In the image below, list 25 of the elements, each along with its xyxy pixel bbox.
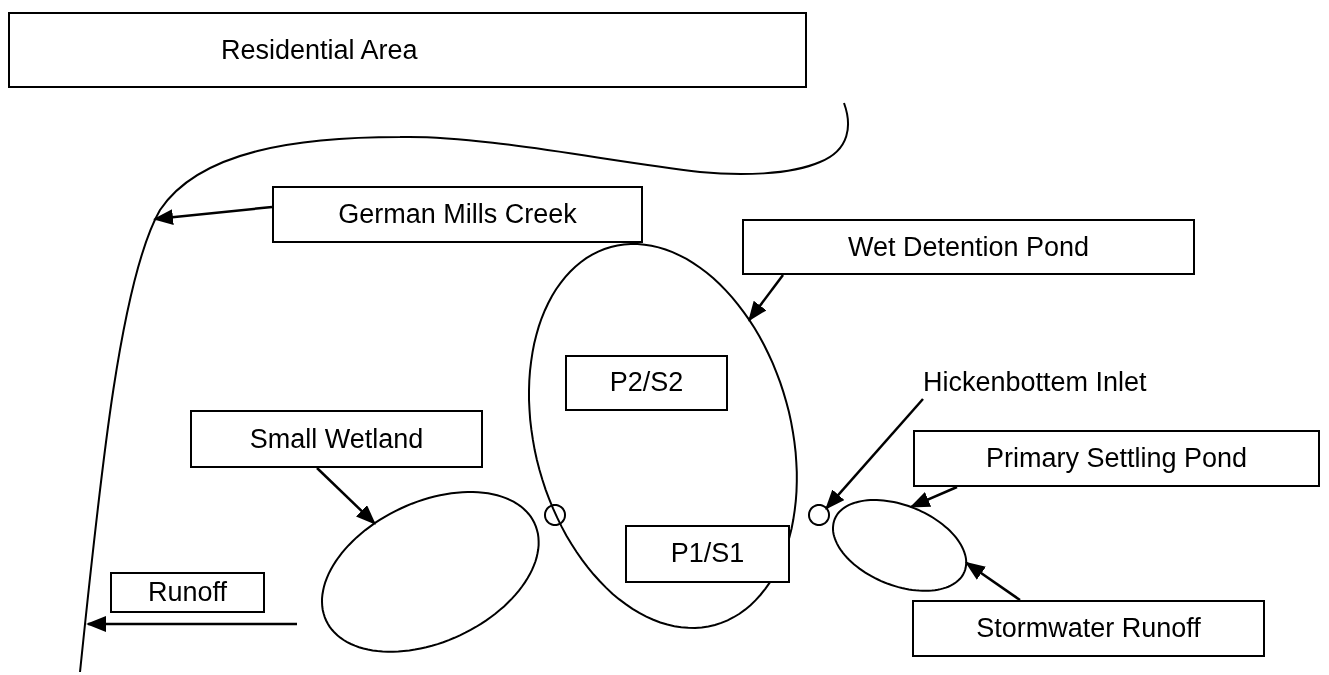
arrow (748, 274, 784, 322)
label-box (742, 219, 1195, 275)
inlet-label: Hickenbottem Inlet (923, 367, 1213, 399)
box-label: Runoff (147, 577, 228, 608)
label-box (110, 572, 265, 613)
box-label: P1/S1 (670, 538, 745, 570)
box-label: Small Wetland (249, 423, 424, 455)
label-box (912, 600, 1265, 657)
label-box (8, 12, 807, 88)
arrow (964, 561, 1021, 602)
arrow (825, 398, 924, 510)
label-box (272, 186, 643, 243)
arrow (909, 485, 958, 508)
label-box (565, 355, 728, 411)
arrow (316, 467, 376, 525)
arrow (153, 205, 273, 226)
label-box (913, 430, 1320, 487)
label-box (190, 410, 483, 468)
box-label: Wet Detention Pond (847, 231, 1090, 263)
box-label: German Mills Creek (338, 199, 577, 230)
box-label: Primary Settling Pond (985, 443, 1248, 474)
box-label: Residential Area (221, 34, 418, 66)
label-box (625, 525, 790, 583)
box-label: Stormwater Runoff (976, 613, 1201, 644)
box-label: P2/S2 (609, 367, 684, 399)
